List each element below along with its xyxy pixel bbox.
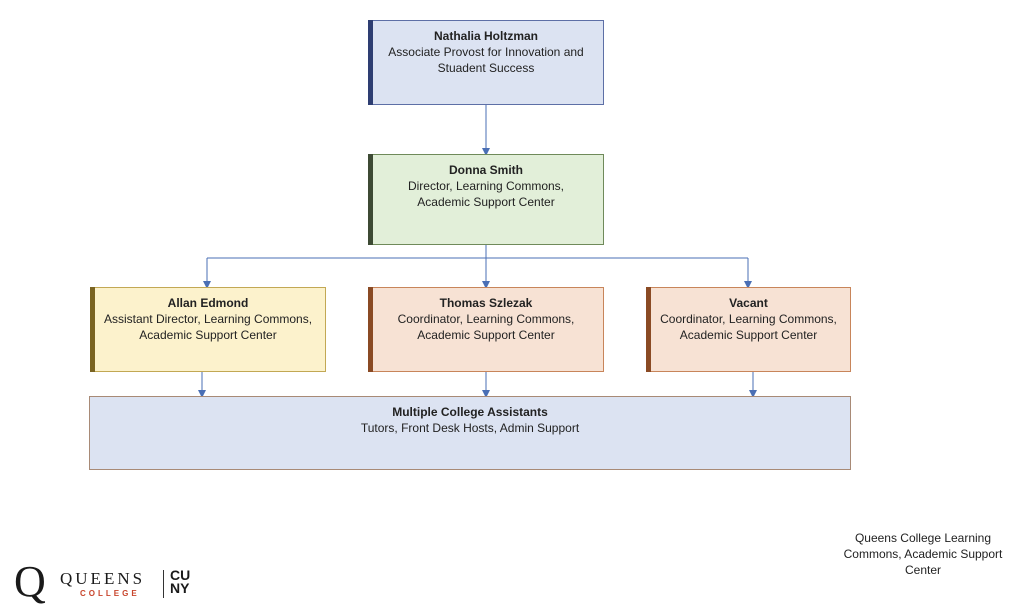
group-roles: Tutors, Front Desk Hosts, Admin Support [360, 421, 580, 435]
person-name: Nathalia Holtzman [433, 29, 538, 43]
accent-bar [368, 20, 373, 105]
accent-bar [368, 287, 373, 372]
group-name: Multiple College Assistants [392, 405, 548, 419]
person-title: Associate Provost for Innovation and Stu… [388, 45, 584, 75]
org-box-college-assistants: Multiple College Assistants Tutors, Fron… [89, 396, 851, 470]
logo-queens-text: QUEENS [60, 569, 146, 588]
logo-college-text: COLLEGE [80, 589, 140, 598]
person-title: Coordinator, Learning Commons, Academic … [397, 312, 575, 342]
accent-bar [646, 287, 651, 372]
person-title: Assistant Director, Learning Commons, Ac… [103, 312, 313, 342]
person-title: Director, Learning Commons, Academic Sup… [407, 179, 565, 209]
person-name: Allan Edmond [167, 296, 249, 310]
logo-divider [163, 570, 164, 598]
org-box-coordinator-1: Thomas Szlezak Coordinator, Learning Com… [368, 287, 604, 372]
footer-note: Queens College Learning Commons, Academi… [843, 531, 1003, 577]
person-name: Vacant [729, 296, 768, 310]
org-box-provost: Nathalia Holtzman Associate Provost for … [368, 20, 604, 105]
org-box-coordinator-2: Vacant Coordinator, Learning Commons, Ac… [646, 287, 851, 372]
logo-q-mark: Q [14, 557, 46, 606]
logo-cuny-bottom: NY [170, 580, 190, 596]
person-name: Donna Smith [449, 163, 523, 177]
accent-bar [368, 154, 373, 245]
org-box-assistant-director: Allan Edmond Assistant Director, Learnin… [90, 287, 326, 372]
logo-cuny-top: CU [170, 567, 191, 583]
org-box-director: Donna Smith Director, Learning Commons, … [368, 154, 604, 245]
accent-bar [90, 287, 95, 372]
person-title: Coordinator, Learning Commons, Academic … [660, 312, 837, 342]
person-name: Thomas Szlezak [439, 296, 533, 310]
